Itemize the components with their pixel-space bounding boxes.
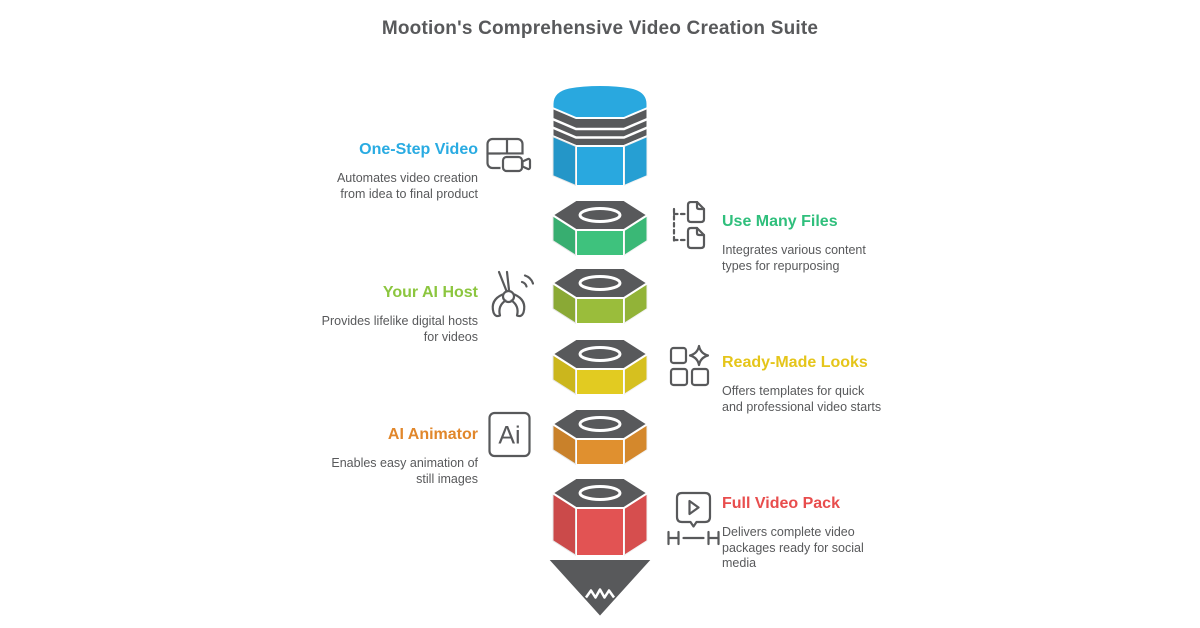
desc-line: media xyxy=(722,556,757,570)
feature-description: Offers templates for quick and professio… xyxy=(722,384,932,415)
cap-right-face xyxy=(623,135,649,187)
pencil-segment-yellow xyxy=(551,338,649,396)
feature-heading: Your AI Host xyxy=(382,284,478,301)
segment-hole-ring xyxy=(578,346,622,362)
band-stripe xyxy=(552,117,648,131)
pencil-dome xyxy=(551,83,649,127)
video-bubble-icon xyxy=(666,490,722,546)
pencil-segment-olive xyxy=(551,267,649,325)
segment-hole-ring xyxy=(578,275,622,291)
feature-heading: Full Video Pack xyxy=(722,495,840,512)
feature-description: Delivers complete video packages ready f… xyxy=(722,525,932,572)
pencil-segments xyxy=(551,199,649,557)
tip-crack-zigzag xyxy=(584,588,616,599)
pencil-top-cap xyxy=(551,83,649,187)
pencil-segment-red xyxy=(551,477,649,557)
desc-line: types for repurposing xyxy=(722,258,840,273)
desc-line: from idea to final product xyxy=(340,186,478,201)
segment-hole-ring xyxy=(578,485,622,501)
feature-description: Provides lifelike digital hosts for vide… xyxy=(268,314,478,345)
many-files-icon xyxy=(668,201,716,253)
pencil-diagram xyxy=(546,83,654,618)
desc-line: Automates video creation xyxy=(336,171,478,185)
ai-box-icon: Ai xyxy=(488,411,532,459)
band-stripe xyxy=(552,126,648,139)
feature-ready-made-looks: Ready-Made Looks Offers templates for qu… xyxy=(722,353,932,415)
pencil-tip xyxy=(546,558,654,618)
feature-description: Enables easy animation of still images xyxy=(268,456,478,487)
desc-line: for videos xyxy=(423,329,478,344)
cap-left-shade xyxy=(552,136,576,186)
ai-icon-label: Ai xyxy=(498,422,520,450)
pencil-segment-orange xyxy=(551,408,649,466)
page-title: Mootion's Comprehensive Video Creation S… xyxy=(381,18,819,39)
segment-hole-ring xyxy=(578,207,622,223)
cap-front-face xyxy=(575,145,625,187)
segment-hole-ring xyxy=(578,416,622,432)
desc-line: Integrates various content xyxy=(722,243,866,257)
cap-right-shade xyxy=(624,136,648,186)
desc-line: Offers templates for quick xyxy=(722,384,865,398)
templates-sparkle-icon xyxy=(669,344,713,390)
feature-heading: AI Animator xyxy=(387,426,478,443)
feature-one-step-video: One-Step Video Automates video creation … xyxy=(268,140,478,202)
robot-claw-icon xyxy=(486,269,534,327)
desc-line: packages ready for social xyxy=(722,540,864,555)
feature-heading: One-Step Video xyxy=(359,141,478,158)
feature-use-many-files: Use Many Files Integrates various conten… xyxy=(722,212,932,274)
feature-description: Automates video creation from idea to fi… xyxy=(268,171,478,202)
feature-heading: Ready-Made Looks xyxy=(722,354,868,371)
feature-ai-animator: AI Animator Enables easy animation of st… xyxy=(268,425,478,487)
pencil-segment-green xyxy=(551,199,649,257)
desc-line: and professional video starts xyxy=(722,399,882,414)
desc-line: Enables easy animation of xyxy=(331,456,478,470)
grid-camera-icon xyxy=(486,135,532,181)
desc-line: Delivers complete video xyxy=(722,525,855,539)
feature-full-video-pack: Full Video Pack Delivers complete video … xyxy=(722,494,932,572)
feature-your-ai-host: Your AI Host Provides lifelike digital h… xyxy=(268,283,478,345)
desc-line: Provides lifelike digital hosts xyxy=(321,314,478,328)
feature-description: Integrates various content types for rep… xyxy=(722,243,932,274)
feature-heading: Use Many Files xyxy=(722,213,838,230)
tip-cone xyxy=(546,558,654,618)
desc-line: still images xyxy=(416,471,478,486)
